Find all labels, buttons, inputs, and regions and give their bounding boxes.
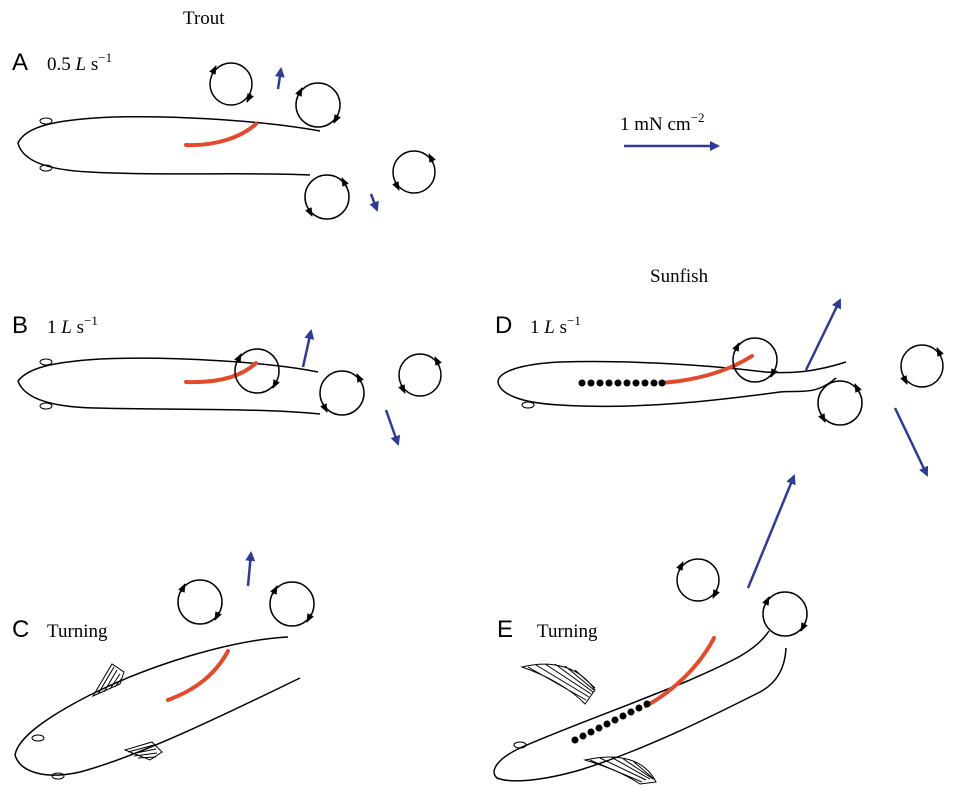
jet-arrow xyxy=(384,409,401,446)
eye-icon xyxy=(31,734,45,742)
eye-icon xyxy=(51,772,65,780)
panel-e-letter: E xyxy=(497,616,513,643)
muscle-activity xyxy=(166,649,230,702)
muscle-activity xyxy=(184,122,258,148)
panel-c-letter: C xyxy=(12,616,29,643)
muscle-activity xyxy=(184,361,258,385)
panel-b-letter: B xyxy=(12,312,28,339)
panel-b-wake xyxy=(234,329,442,446)
panel-c-fish xyxy=(14,636,301,780)
panel-d-wake xyxy=(732,298,944,477)
jet-arrow xyxy=(893,407,929,477)
jet-arrow xyxy=(245,551,256,587)
eye-icon xyxy=(513,741,527,749)
panel-b-fish xyxy=(17,357,321,415)
jet-arrow xyxy=(746,474,796,589)
eye-icon xyxy=(39,402,53,410)
panel-a-condition: 0.5 L s−1 xyxy=(47,50,112,75)
panel-a-wake xyxy=(209,62,436,220)
vortex xyxy=(392,150,436,194)
eye-icon xyxy=(39,358,53,366)
vortex xyxy=(762,591,808,637)
panel-a-label: A 0.5 L s−1 xyxy=(12,49,112,76)
jet-arrow xyxy=(274,67,285,90)
panel-d-letter: D xyxy=(495,312,512,339)
vortex xyxy=(295,82,341,128)
vortex xyxy=(177,579,223,625)
vortex xyxy=(234,348,280,394)
jet-arrow xyxy=(804,298,842,371)
jet-arrow xyxy=(301,329,315,368)
panel-e-label: E Turning xyxy=(497,616,598,643)
trout-title: Trout xyxy=(183,8,225,29)
vortex xyxy=(398,353,442,397)
eye-icon xyxy=(39,164,53,172)
eye-icon xyxy=(39,117,53,125)
sunfish-title: Sunfish xyxy=(650,266,709,287)
panel-c-wake xyxy=(177,551,315,627)
panel-a-letter: A xyxy=(12,49,28,76)
eye-icon xyxy=(521,401,535,409)
panel-c-condition: Turning xyxy=(47,621,108,642)
panel-e-condition: Turning xyxy=(537,621,598,642)
panel-e-dots xyxy=(571,700,651,744)
panel-b-label: B 1 L s−1 xyxy=(12,312,98,339)
vortex xyxy=(817,380,863,426)
vortex xyxy=(319,370,365,416)
panel-d-fish xyxy=(497,354,847,409)
vortex xyxy=(269,581,315,627)
panel-d-label: D 1 L s−1 xyxy=(495,312,581,339)
scale-bar-label: 1 mN cm−2 xyxy=(620,110,705,135)
vortex xyxy=(304,174,350,220)
muscle-activity xyxy=(659,354,754,385)
panel-d-condition: 1 L s−1 xyxy=(530,313,581,338)
scale-bar: 1 mN cm−2 xyxy=(620,110,720,151)
panel-e-wake xyxy=(676,474,808,637)
vortex xyxy=(209,62,253,106)
panel-d-dots xyxy=(578,379,666,387)
jet-arrow xyxy=(369,193,379,212)
panel-e-fish xyxy=(493,630,787,785)
vortex xyxy=(900,344,944,388)
vortex xyxy=(676,558,720,602)
muscle-activity xyxy=(644,636,716,708)
panel-a-fish xyxy=(17,116,321,176)
panel-c-label: C Turning xyxy=(12,616,108,643)
vortex xyxy=(732,337,778,383)
panel-b-condition: 1 L s−1 xyxy=(47,313,98,338)
